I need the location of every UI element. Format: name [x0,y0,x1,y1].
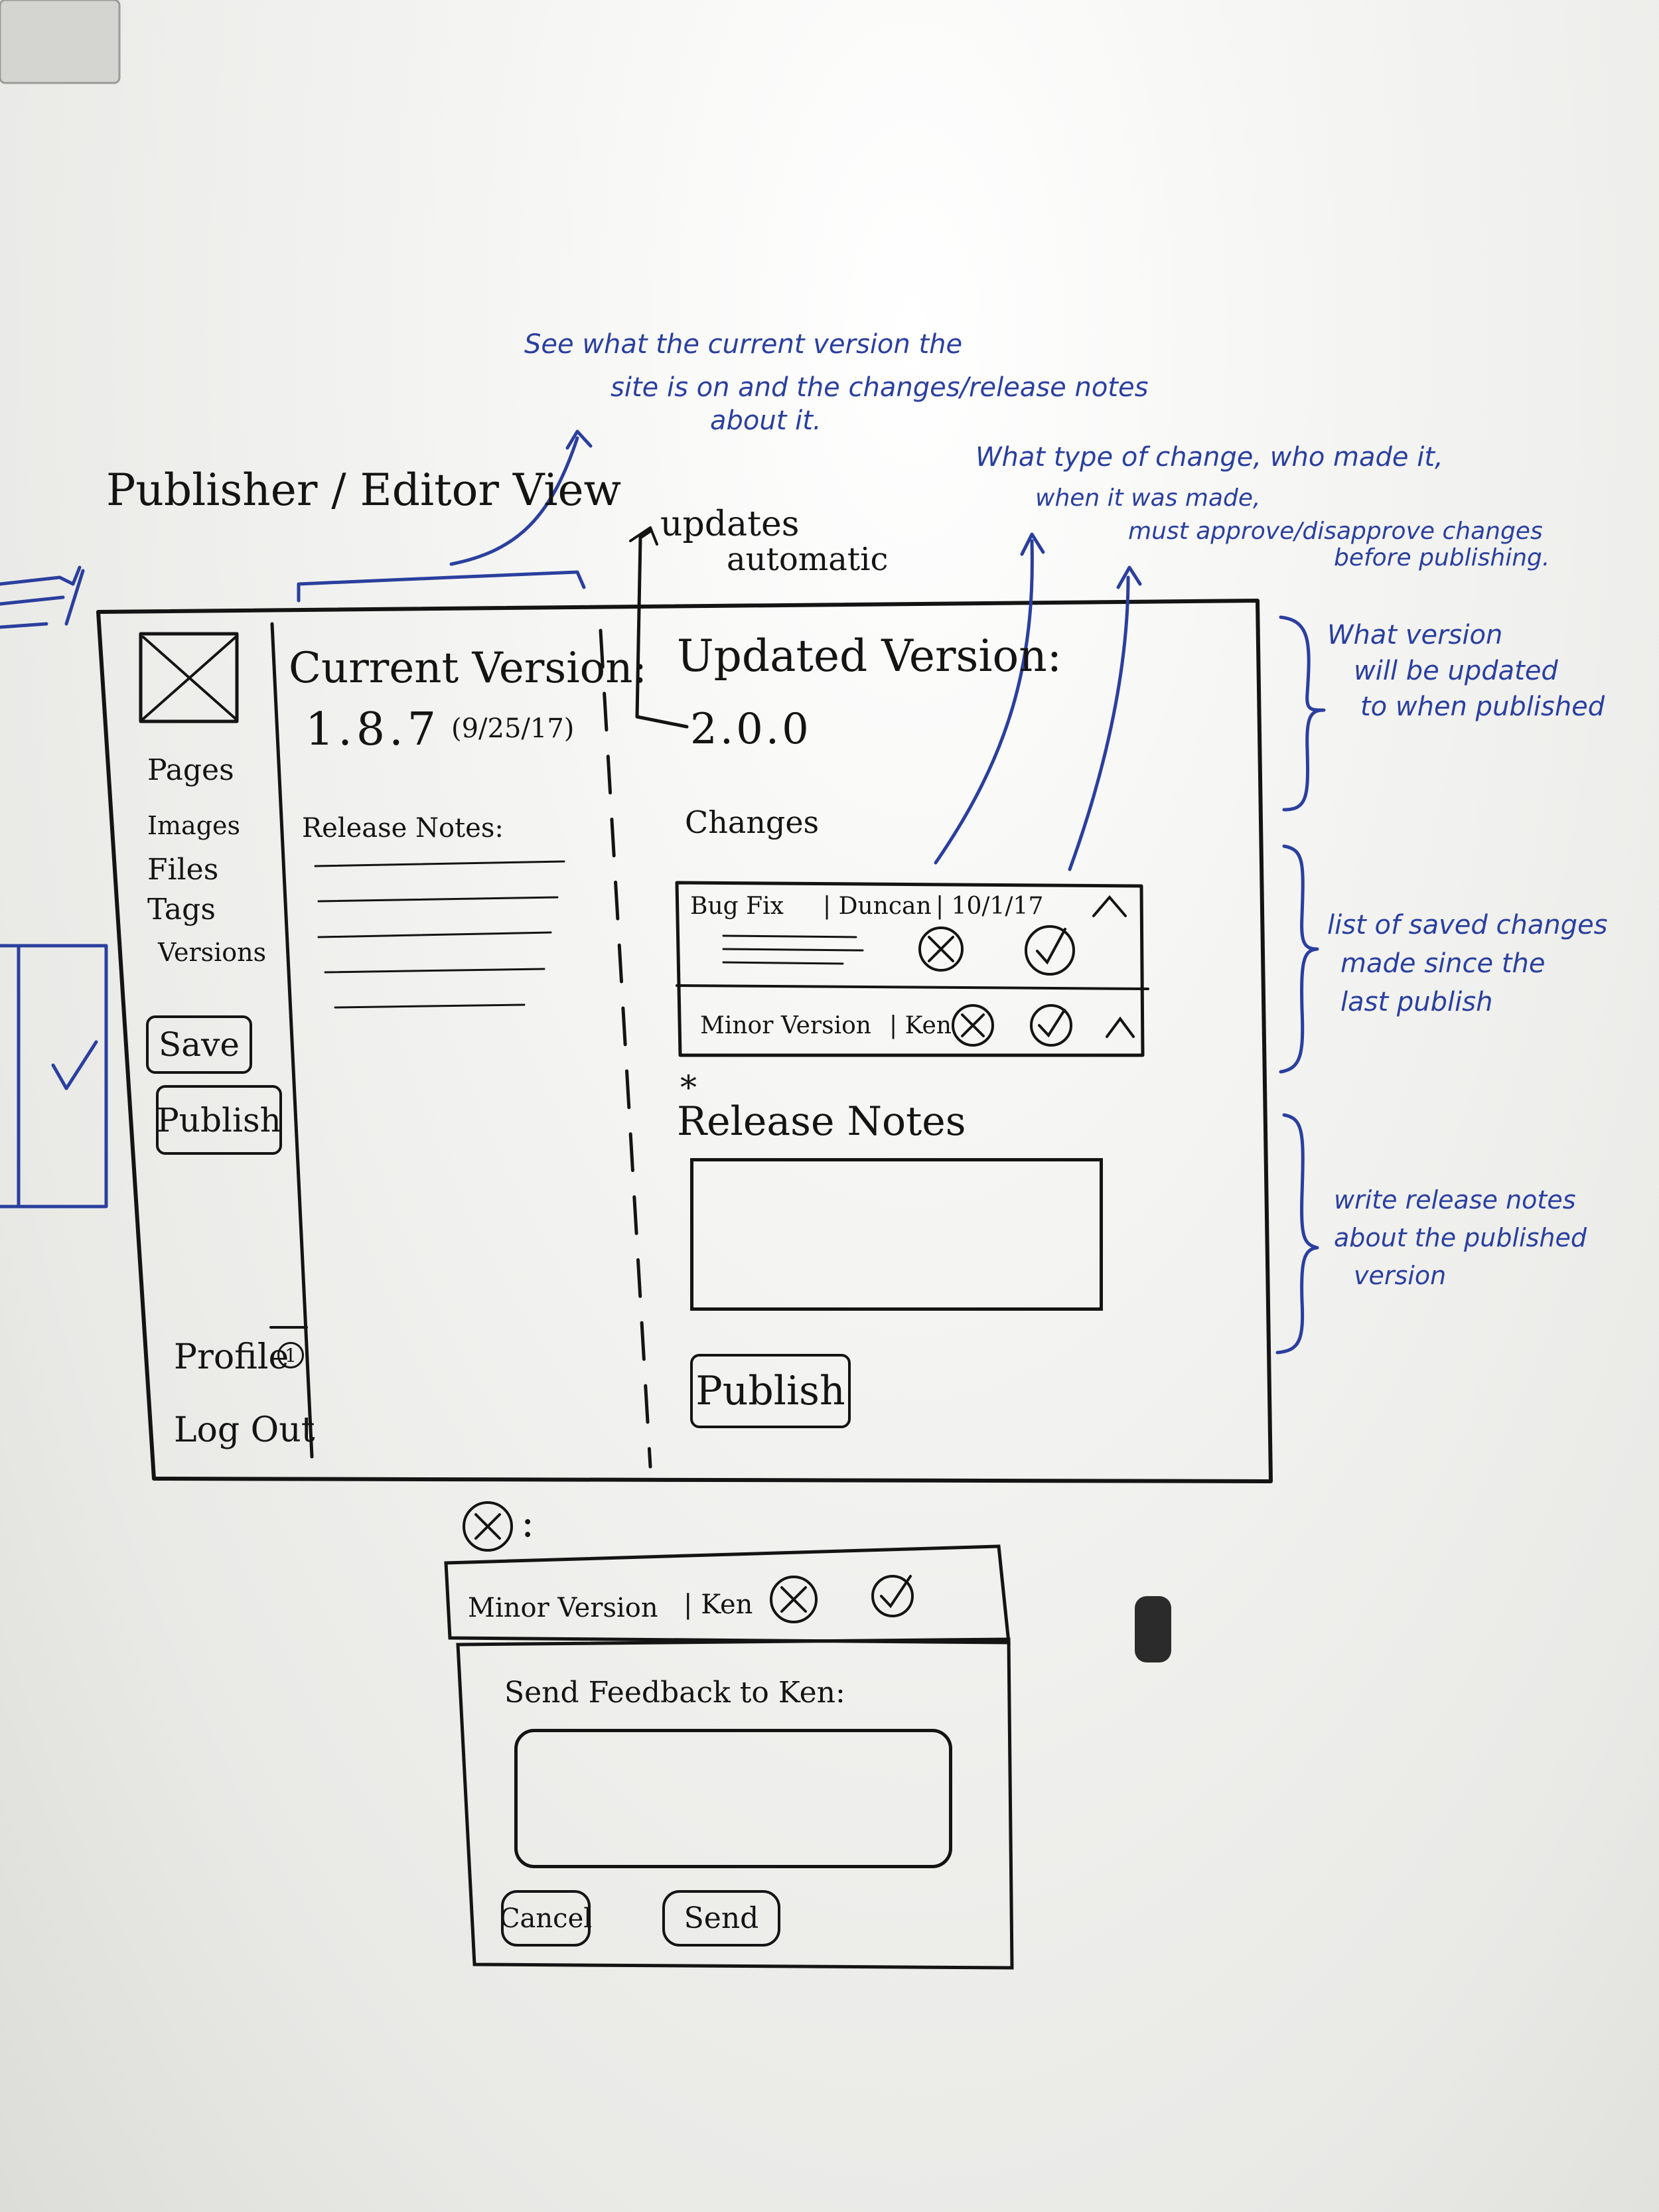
required-marker: * [680,1069,697,1107]
annotation-write-line-2: about the published [1334,1223,1587,1252]
popup-reject-key-icon [463,1501,513,1552]
annotation-current-version-2: site is on and the changes/release notes [611,372,1149,403]
save-button[interactable]: Save [146,1015,252,1074]
annotation-write-line-3: version [1354,1261,1447,1290]
sidebar-item-tags[interactable]: Tags [147,893,216,926]
current-release-notes-label: Release Notes: [302,813,504,844]
annotation-current-version-1: See what the current version the [524,329,963,360]
release-notes-label: Release Notes [677,1098,966,1145]
change2-reject-icon [952,1004,994,1047]
logout-link[interactable]: Log Out [174,1410,315,1450]
updates-note: updates [660,504,800,544]
change1-reject-icon [918,926,964,972]
release-notes-text-lines [314,860,565,1009]
change1-type: Bug Fix [690,893,784,920]
annotation-write-notes: write release notes about the published … [1334,1181,1587,1295]
annotation-change-info-2: when it was made, [1035,484,1261,512]
app-frame [96,599,1273,1483]
annotation-approve-2: before publishing. [1334,544,1550,571]
updated-version-label: Updated Version: [677,630,1062,682]
popup-body-box [456,1637,1014,1970]
offscreen-check-icon [51,1040,98,1090]
annotation-what-version-line-1: What version [1327,620,1503,650]
annotation-list-line-3: last publish [1340,987,1493,1017]
annotation-current-version-3: about it. [710,406,822,436]
change2-type: Minor Version [700,1012,871,1039]
notification-badge: 1 [277,1342,304,1368]
annotation-what-version-line-3: to when published [1360,692,1605,722]
sidebar-publish-button[interactable]: Publish [156,1085,282,1155]
column-divider [599,628,652,1469]
current-version-number: 1.8.7 [305,703,441,756]
feedback-label: Send Feedback to Ken: [504,1676,845,1710]
send-button[interactable]: Send [662,1890,780,1947]
logo-placeholder-icon [139,632,239,723]
sidebar-item-images[interactable]: Images [147,811,241,840]
change1-author: | Duncan [823,893,932,920]
annotation-what-version: What version will be updated to when pub… [1327,617,1605,725]
feedback-input[interactable] [514,1729,952,1868]
sidebar-divider [270,622,314,1459]
updates-note-automatic: automatic [727,541,889,578]
view-title: Publisher / Editor View [106,465,622,516]
cancel-button[interactable]: Cancel [500,1890,592,1947]
release-notes-input[interactable] [690,1158,1103,1311]
sidebar-item-versions[interactable]: Versions [158,938,267,967]
sidebar-item-files[interactable]: Files [147,853,219,887]
annotation-change-info-1: What type of change, who made it, [975,442,1443,473]
change2-collapse-icon [1106,1016,1135,1038]
popup-change-author: | Ken [684,1589,753,1620]
annotation-approve-1: must approve/disapprove changes [1128,518,1543,545]
changes-label: Changes [685,804,820,840]
current-version-date: (9/25/17) [451,713,575,744]
current-version-label: Current Version: [289,644,647,693]
annotation-write-line-1: write release notes [1334,1185,1576,1215]
changes-list-box [675,881,1145,1057]
sidebar-item-profile[interactable]: Profile [174,1337,289,1377]
sidebar-item-pages[interactable]: Pages [147,753,234,787]
change2-approve-icon [1030,1004,1072,1047]
change1-approve-icon [1025,925,1075,976]
annotation-list-line-1: list of saved changes [1327,910,1608,940]
offscreen-sketch-frame [0,944,108,1209]
change2-author: | Ken [889,1012,952,1039]
change1-date: | 10/1/17 [936,893,1044,920]
annotation-what-version-line-2: will be updated [1354,656,1558,686]
popup-reject-icon [770,1576,818,1623]
eraser-mark [1135,1596,1171,1662]
wall-outlet [0,0,121,84]
updated-version-number: 2.0.0 [690,705,812,754]
popup-caption-colon: : [521,1500,535,1546]
popup-change-type: Minor Version [468,1593,658,1623]
annotation-list-changes: list of saved changes made since the las… [1327,906,1608,1021]
change1-collapse-icon [1092,895,1127,917]
publish-button[interactable]: Publish [690,1354,851,1428]
popup-approve-icon [871,1575,914,1617]
annotation-list-line-2: made since the [1340,948,1546,979]
